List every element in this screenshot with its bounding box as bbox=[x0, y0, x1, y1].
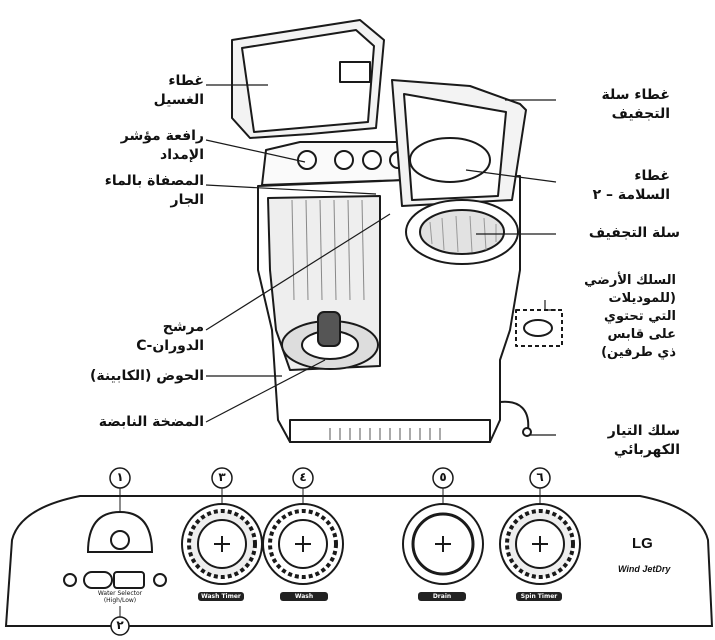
panel-number-6: ٦ bbox=[536, 470, 544, 484]
panel-number-5: ٥ bbox=[439, 470, 447, 484]
label-c-circ-filter: مرشح الدوران-C bbox=[136, 319, 204, 354]
water-selector-label: Water Selector (High/Low) bbox=[97, 590, 143, 604]
label-supply-lever: رافعة مؤشر الإمداد bbox=[120, 128, 204, 163]
label-spin-basket: سلة التجفيف bbox=[588, 225, 680, 241]
wash-timer-label: Wash Timer bbox=[201, 593, 241, 600]
power-cord-shape bbox=[499, 400, 530, 431]
model-name: Wind JetDry bbox=[618, 564, 671, 574]
panel-number-1: ١ bbox=[116, 470, 124, 484]
label-tub-cabinet: الحوض (الكابينة) bbox=[89, 368, 204, 384]
label-ground-wire: السلك الأرضي (للموديلات التي تحتوي على ق… bbox=[584, 273, 676, 360]
drain-selector-label: Drain Selector bbox=[427, 593, 457, 609]
ground-wire-box bbox=[515, 309, 563, 347]
control-top-shape bbox=[261, 141, 406, 186]
label-running-water-filter: المصفاة بالماء الجار bbox=[104, 173, 204, 208]
panel-number-4: ٤ bbox=[299, 470, 307, 484]
wash-selector-label: Wash Selector bbox=[289, 593, 319, 609]
label-safety-lid: غطاء السلامة – ٢ bbox=[592, 168, 670, 203]
label-wash-lid: غطاء الغسيل bbox=[153, 73, 204, 108]
label-pulsator: المضخة النابضة bbox=[98, 414, 204, 430]
panel-number-2: ٢ bbox=[116, 618, 124, 632]
panel-number-3: ٣ bbox=[218, 470, 226, 484]
label-power-cord: سلك التيار الكهربائي bbox=[607, 423, 680, 458]
spin-timer-label: Spin Timer bbox=[520, 593, 558, 600]
brand-logo: LG bbox=[632, 535, 653, 552]
label-spin-basket-lid: غطاء سلة التجفيف bbox=[601, 87, 670, 122]
